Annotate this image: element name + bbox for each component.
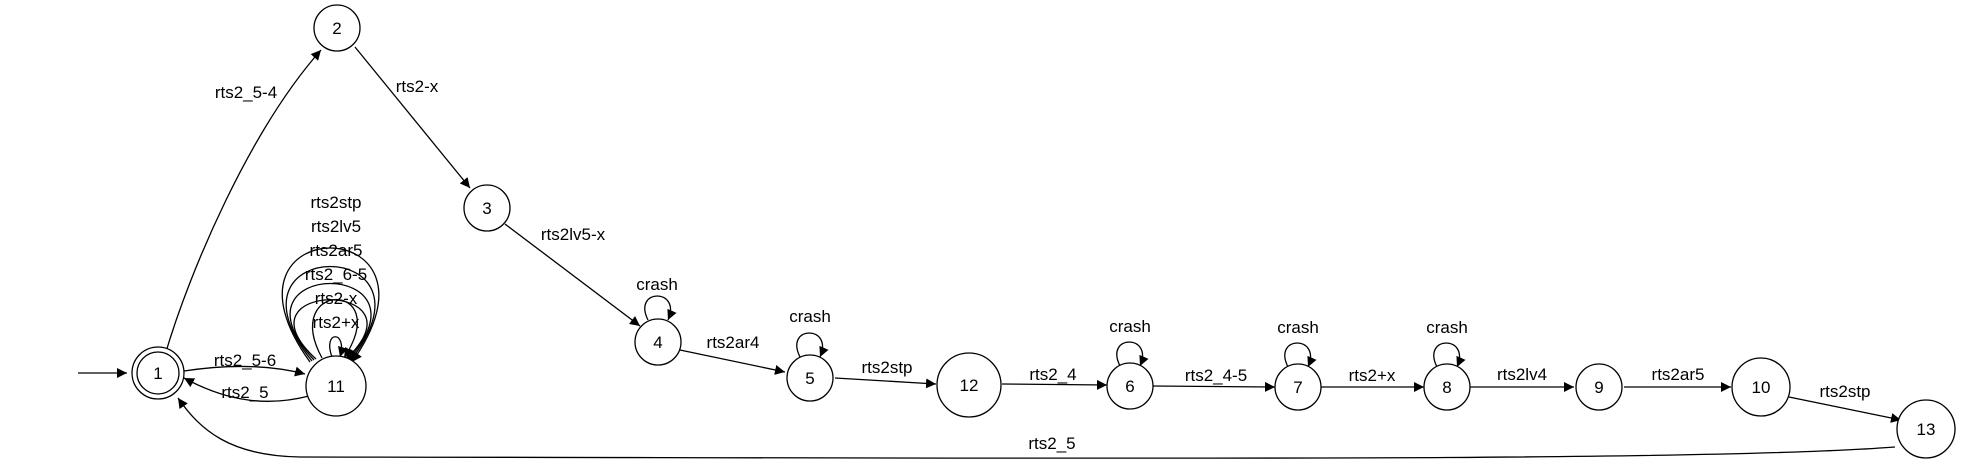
edge-label: rts2_5-6: [214, 351, 276, 370]
edge-label: rts2_5: [1028, 434, 1075, 453]
edge-label: rts2_5-4: [215, 83, 277, 102]
state-5: 5: [786, 354, 834, 402]
edge-4-5: rts2ar4: [679, 333, 786, 375]
state-1: 1: [131, 346, 185, 400]
state-label: 9: [1594, 378, 1603, 397]
edge-11-11-rts2stp: rts2stp: [281, 193, 380, 363]
state-label: 13: [1917, 420, 1936, 439]
edge-label: rts2_4: [1029, 365, 1076, 384]
edge-label: rts2_5: [221, 383, 268, 402]
edge-11-11-rts2ar5: rts2ar5: [289, 241, 372, 361]
edge-6-6: crash: [1109, 317, 1151, 367]
edge-8-9: rts2lv4: [1470, 365, 1574, 392]
state-label: 8: [1442, 378, 1451, 397]
edge-label: rts2-x: [315, 289, 358, 308]
state-label: 5: [805, 369, 814, 388]
edge-label: crash: [1277, 318, 1319, 337]
state-2: 2: [313, 4, 361, 52]
state-4: 4: [634, 318, 682, 366]
edge-label: rts2lv4: [1497, 365, 1547, 384]
edge-label: rts2stp: [1819, 382, 1870, 401]
state-label: 12: [960, 376, 979, 395]
edge-label: rts2_4-5: [1185, 366, 1247, 385]
state-label: 3: [482, 199, 491, 218]
state-12: 12: [936, 352, 1002, 418]
edge-11-11-rts2_6-5: rts2_6-5: [293, 265, 368, 360]
edge-label: rts2ar5: [1652, 365, 1705, 384]
state-label: 2: [332, 19, 341, 38]
edge-8-8: crash: [1426, 318, 1468, 368]
edge-label: rts2+x: [1349, 366, 1396, 385]
edge-11-11-rts2+x: rts2+x: [313, 313, 360, 358]
edge-9-10: rts2ar5: [1624, 365, 1731, 392]
state-8: 8: [1423, 363, 1471, 411]
edge-6-7: rts2_4-5: [1152, 366, 1276, 392]
edge-2-3: rts2-x: [354, 46, 471, 189]
edge-label: rts2ar4: [707, 333, 760, 352]
edge-label: crash: [789, 307, 831, 326]
edge-12-6: rts2_4: [1001, 365, 1108, 390]
edge-10-13: rts2stp: [1788, 382, 1902, 423]
state-10: 10: [1731, 357, 1791, 417]
state-13: 13: [1896, 399, 1956, 459]
edge-5-12: rts2stp: [834, 358, 937, 389]
edge-11-1: rts2_5: [183, 377, 310, 402]
state-label: 4: [653, 333, 662, 352]
edge-4-4: crash: [636, 275, 678, 321]
edge-13-1: rts2_5: [177, 397, 1896, 459]
state-11: 11: [305, 355, 367, 417]
state-9: 9: [1575, 363, 1623, 411]
edge-label: rts2-x: [396, 77, 439, 96]
state-label: 10: [1752, 378, 1771, 397]
edge-1-11: rts2_5-6: [183, 351, 306, 377]
state-label: 6: [1125, 377, 1134, 396]
edge-label: crash: [1109, 317, 1151, 336]
state-3: 3: [463, 184, 511, 232]
edge-label: rts2_6-5: [305, 265, 367, 284]
state-label: 1: [153, 364, 162, 383]
edge-7-8: rts2+x: [1321, 366, 1424, 392]
state-6: 6: [1106, 362, 1154, 410]
edge-label: rts2lv5-x: [541, 225, 606, 244]
edge-label: rts2stp: [861, 358, 912, 377]
state-label: 7: [1293, 378, 1302, 397]
edge-label: crash: [636, 275, 678, 294]
edge-11-11-rts2-x: rts2-x: [311, 289, 358, 359]
edge-11-11-rts2lv5: rts2lv5: [285, 217, 376, 362]
edge-label: rts2lv5: [311, 217, 361, 236]
state-label: 11: [327, 377, 345, 396]
state-7: 7: [1274, 363, 1322, 411]
edge-3-4: rts2lv5-x: [504, 223, 641, 327]
edge-label: rts2ar5: [310, 241, 363, 260]
edge-1-2: rts2_5-4: [164, 49, 322, 356]
edge-label: crash: [1426, 318, 1468, 337]
edge-5-5: crash: [789, 307, 831, 358]
edge-label: rts2stp: [310, 193, 361, 212]
edge-label: rts2+x: [313, 313, 360, 332]
edge-7-7: crash: [1277, 318, 1319, 368]
